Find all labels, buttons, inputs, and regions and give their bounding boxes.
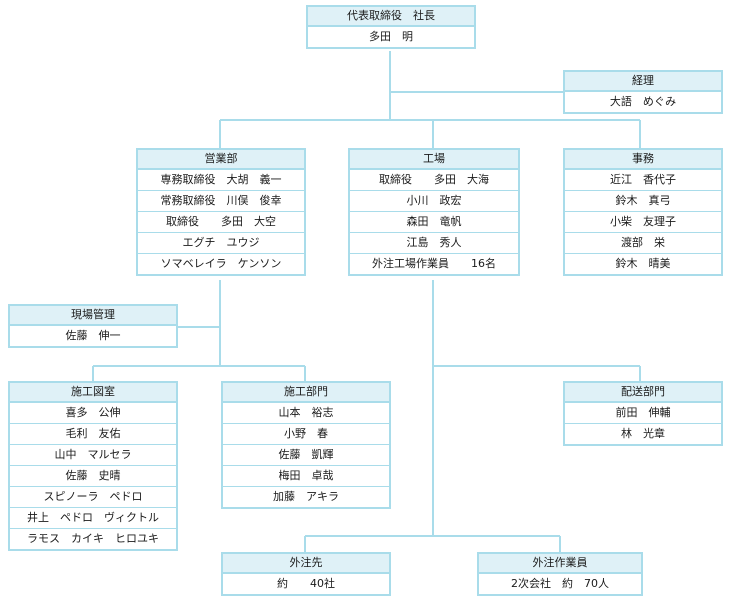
office-box: 事務 近江 香代子鈴木 真弓小柴 友理子渡部 栄鈴木 晴美	[563, 148, 723, 276]
member-row: エグチ ユウジ	[138, 233, 304, 254]
member-row: 近江 香代子	[565, 170, 721, 191]
design-room-box: 施工図室 喜多 公伸毛利 友佑山中 マルセラ佐藤 史晴スピノーラ ペドロ井上 ペ…	[8, 381, 178, 551]
member-row: 毛利 友佑	[10, 424, 176, 445]
box-title: 施工部門	[223, 383, 389, 403]
member-row: 2次会社 約 70人	[511, 577, 609, 590]
member-row: 多田 明	[369, 30, 413, 43]
member-row: 取締役 多田 大空	[138, 212, 304, 233]
box-title: 外注作業員	[479, 554, 641, 574]
member-row: 鈴木 真弓	[565, 191, 721, 212]
member-row: 専務取締役 大胡 義一	[138, 170, 304, 191]
member-row: 渡部 栄	[565, 233, 721, 254]
member-row: 林 光章	[621, 427, 665, 440]
member-row: 約 40社	[277, 577, 335, 590]
member-row: 佐藤 伸一	[65, 329, 121, 342]
member-row: 外注工場作業員 16名	[372, 257, 496, 270]
president-box: 代表取締役 社長 多田 明	[306, 5, 476, 49]
member-row: 前田 伸輔	[565, 403, 721, 424]
box-title: 現場管理	[10, 306, 176, 326]
member-row: 小柴 友理子	[565, 212, 721, 233]
box-title: 代表取締役 社長	[308, 7, 474, 27]
member-row: ソマベレイラ ケンソン	[160, 257, 282, 270]
construction-box: 施工部門 山本 裕志小野 春佐藤 凱輝梅田 卓哉加藤 アキラ	[221, 381, 391, 509]
member-row: 佐藤 凱輝	[223, 445, 389, 466]
member-row: 森田 竜帆	[350, 212, 518, 233]
accounting-box: 経理 大語 めぐみ	[563, 70, 723, 114]
member-row: 鈴木 晴美	[615, 257, 671, 270]
member-row: 大語 めぐみ	[609, 95, 677, 108]
box-title: 外注先	[223, 554, 389, 574]
member-row: 取締役 多田 大海	[350, 170, 518, 191]
factory-box: 工場 取締役 多田 大海小川 政宏森田 竜帆江島 秀人外注工場作業員 16名	[348, 148, 520, 276]
subcontract-workers-box: 外注作業員 2次会社 約 70人	[477, 552, 643, 596]
box-title: 営業部	[138, 150, 304, 170]
box-title: 事務	[565, 150, 721, 170]
member-row: 小川 政宏	[350, 191, 518, 212]
box-title: 工場	[350, 150, 518, 170]
member-row: ラモス カイキ ヒロユキ	[27, 532, 159, 545]
box-title: 経理	[565, 72, 721, 92]
site-management-box: 現場管理 佐藤 伸一	[8, 304, 178, 348]
member-row: 江島 秀人	[350, 233, 518, 254]
member-row: 梅田 卓哉	[223, 466, 389, 487]
member-row: 井上 ペドロ ヴィクトル	[10, 508, 176, 529]
member-row: 山中 マルセラ	[10, 445, 176, 466]
box-title: 配送部門	[565, 383, 721, 403]
member-row: スピノーラ ペドロ	[10, 487, 176, 508]
box-title: 施工図室	[10, 383, 176, 403]
member-row: 山本 裕志	[223, 403, 389, 424]
member-row: 佐藤 史晴	[10, 466, 176, 487]
member-row: 加藤 アキラ	[273, 490, 339, 503]
delivery-box: 配送部門 前田 伸輔林 光章	[563, 381, 723, 446]
subcontractors-box: 外注先 約 40社	[221, 552, 391, 596]
member-row: 小野 春	[223, 424, 389, 445]
sales-box: 営業部 専務取締役 大胡 義一常務取締役 川俣 俊幸取締役 多田 大空エグチ ユ…	[136, 148, 306, 276]
member-row: 常務取締役 川俣 俊幸	[138, 191, 304, 212]
member-row: 喜多 公伸	[10, 403, 176, 424]
